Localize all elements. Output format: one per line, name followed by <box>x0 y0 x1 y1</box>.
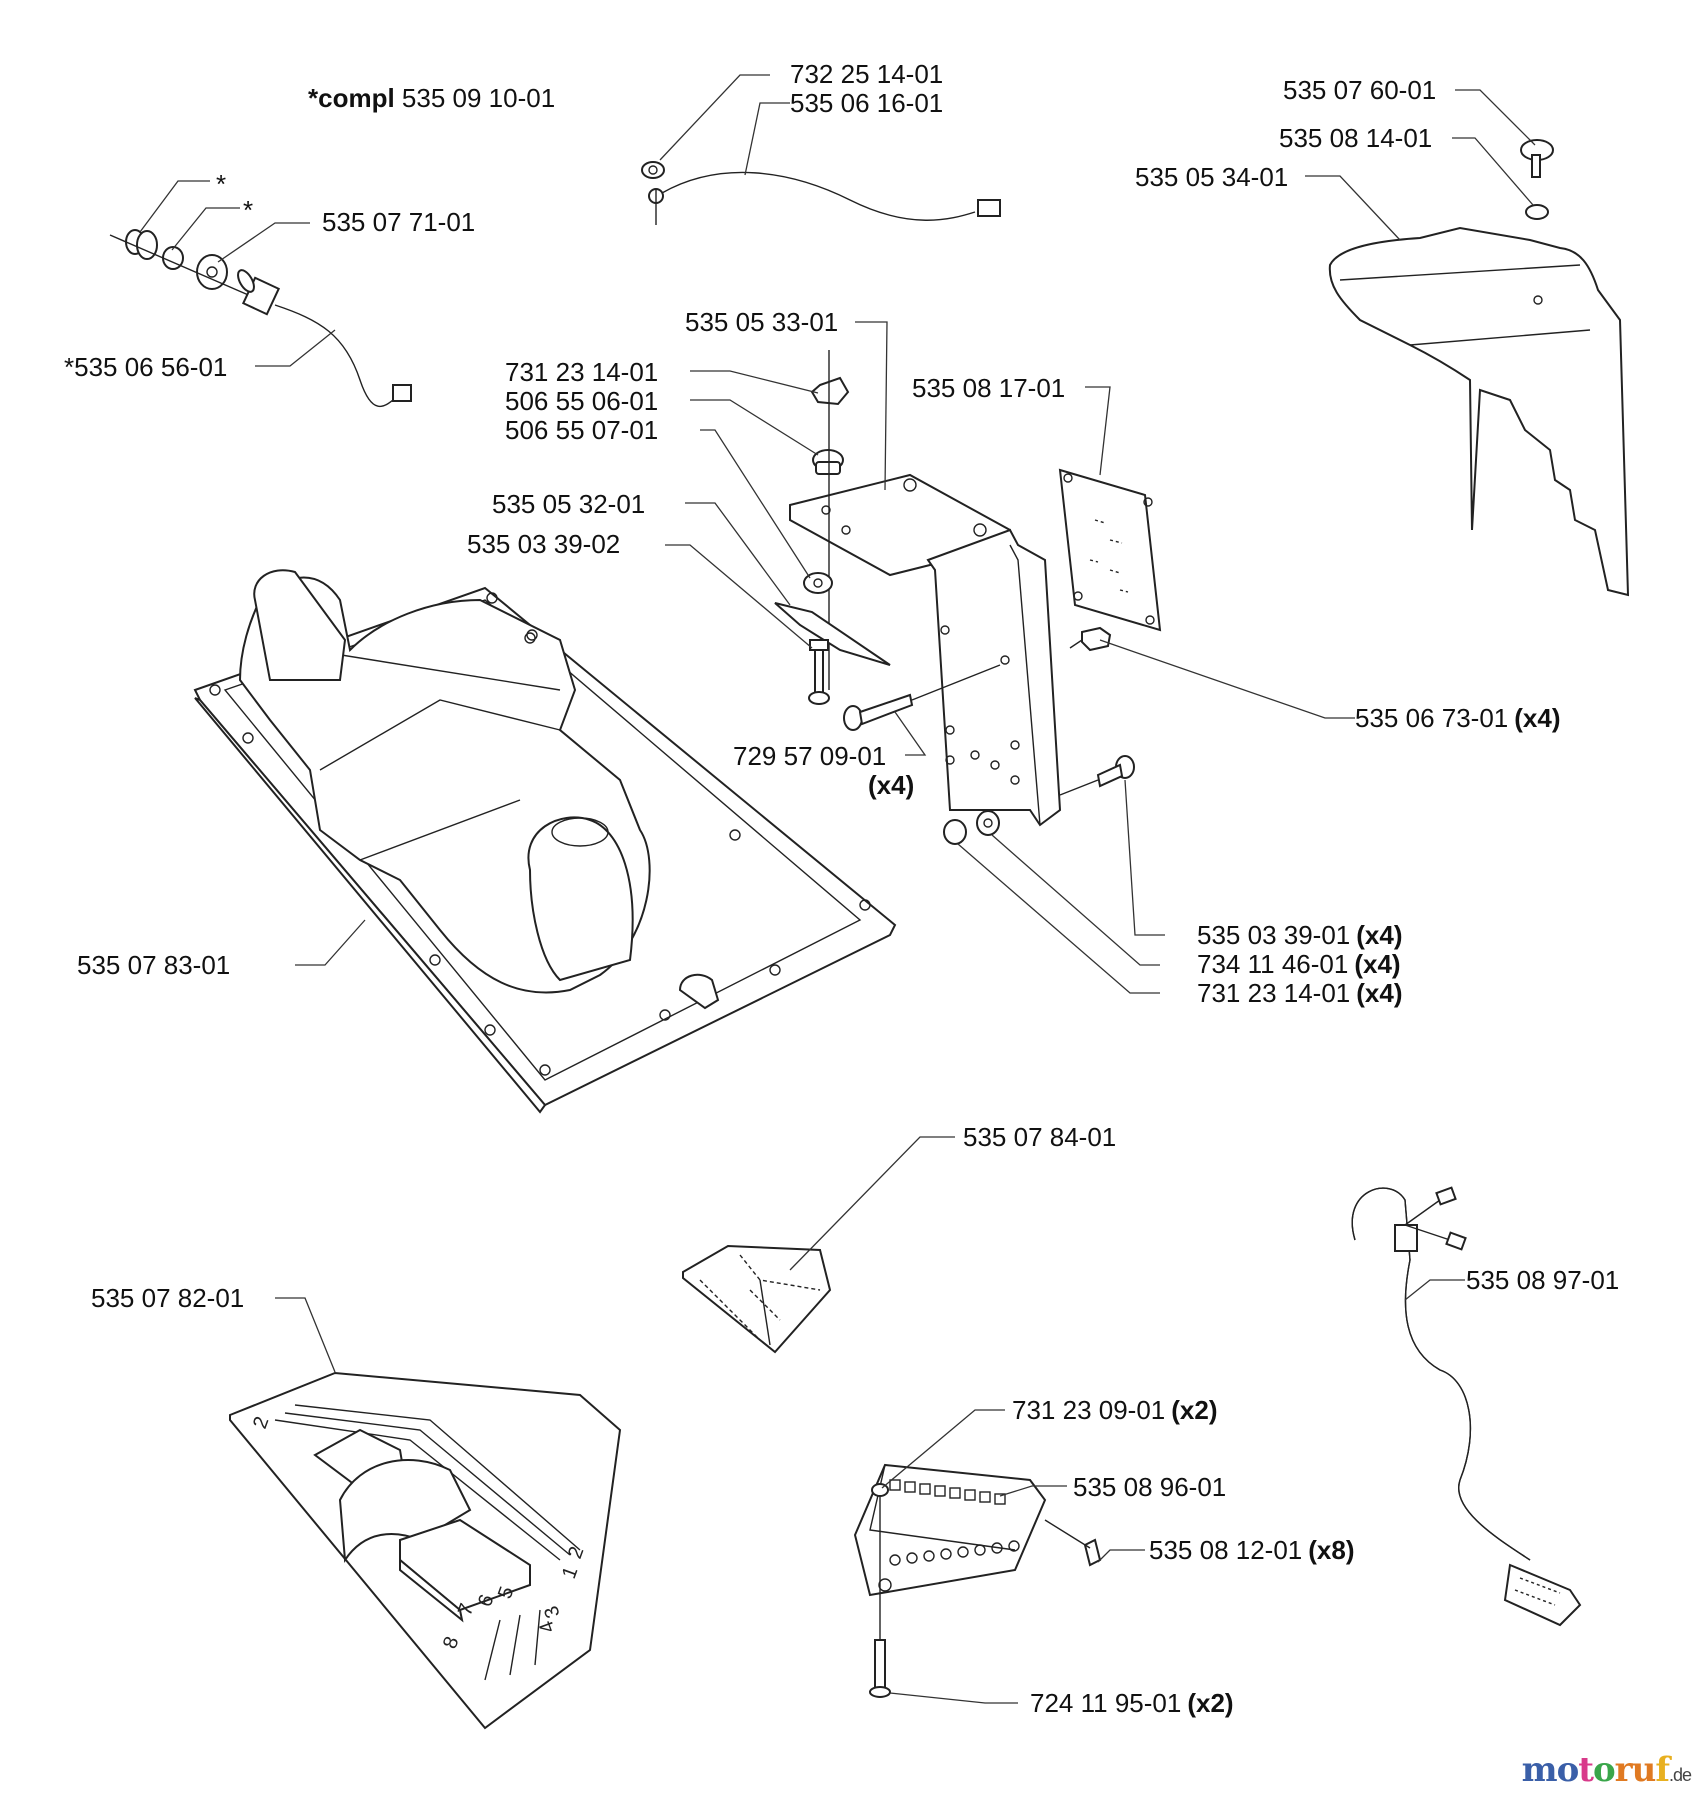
part-label[interactable]: 734 11 46-01(x4) <box>1197 949 1401 979</box>
part-label[interactable]: 535 05 34-01 <box>1135 162 1289 192</box>
part-label[interactable]: 535 08 96-01 <box>1073 1472 1227 1502</box>
switch-plate-535-07-82-01: 2 2 1 3 4 5 6 7 8 <box>229 1371 622 1730</box>
part-label[interactable]: 535 08 14-01 <box>1279 123 1433 153</box>
part-label[interactable]: 729 57 09-01 <box>733 741 887 771</box>
base-housing-535-07-83-01 <box>193 569 897 1114</box>
part-label[interactable]: 535 05 33-01 <box>685 307 839 337</box>
logo-wordmark: motoruf <box>1521 1750 1670 1790</box>
assembly-title: *compl 535 09 10-01 <box>308 84 555 112</box>
mounting-bracket-535-05-33-01 <box>789 473 1062 827</box>
part-label[interactable]: 535 08 12-01(x8) <box>1149 1535 1355 1565</box>
part-label[interactable]: 535 07 83-01 <box>77 950 231 980</box>
part-label[interactable]: 535 07 82-01 <box>91 1283 245 1313</box>
logo-letter: m <box>1521 1750 1558 1790</box>
part-quantity: (x4) <box>868 770 915 800</box>
assembly-prefix: *compl <box>308 83 395 113</box>
part-label[interactable]: 506 55 06-01 <box>505 386 659 416</box>
part-label[interactable]: 535 06 16-01 <box>790 88 944 118</box>
assembly-number: 535 09 10-01 <box>401 83 556 113</box>
logo-letter: o <box>1592 1750 1616 1790</box>
part-label[interactable]: 732 25 14-01 <box>790 59 944 89</box>
part-label[interactable]: 731 23 14-01 <box>505 357 659 387</box>
part-label[interactable]: 535 03 39-01(x4) <box>1197 920 1403 950</box>
part-label[interactable]: 535 07 60-01 <box>1283 75 1437 105</box>
wire-harness-535-08-97-01 <box>1351 1186 1582 1627</box>
logo-letter: f <box>1655 1750 1670 1790</box>
part-label[interactable]: *535 06 56-01 <box>64 352 228 382</box>
toggle-switch-assembly <box>109 229 412 407</box>
motoruf-watermark-logo: motoruf.de <box>1521 1750 1692 1790</box>
circuit-board-535-08-17-01 <box>1058 468 1162 632</box>
logo-letter: u <box>1631 1750 1657 1790</box>
leader-lines <box>139 74 1536 1704</box>
part-label[interactable]: 535 07 71-01 <box>322 207 476 237</box>
part-label[interactable]: 535 05 32-01 <box>492 489 646 519</box>
part-label[interactable]: 731 23 14-01(x4) <box>1197 978 1403 1008</box>
part-label[interactable]: 535 08 17-01 <box>912 373 1066 403</box>
part-label[interactable]: 535 06 73-01(x4) <box>1355 703 1561 733</box>
part-label[interactable]: 535 07 84-01 <box>963 1122 1117 1152</box>
part-label[interactable]: 506 55 07-01 <box>505 415 659 445</box>
part-label[interactable]: 535 03 39-02 <box>467 529 621 559</box>
terminal-block-535-08-96-01 <box>853 1463 1102 1698</box>
logo-letter: r <box>1614 1750 1633 1790</box>
cover-535-05-34-01 <box>1328 139 1630 597</box>
part-label[interactable]: 724 11 95-01(x2) <box>1030 1688 1234 1718</box>
ground-cable <box>641 161 1001 225</box>
logo-letter: o <box>1556 1750 1580 1790</box>
part-label[interactable]: 731 23 09-01(x2) <box>1012 1395 1218 1425</box>
shield-535-07-84-01 <box>682 1244 832 1354</box>
logo-suffix: .de <box>1668 1765 1692 1785</box>
part-label[interactable]: 535 08 97-01 <box>1466 1265 1620 1295</box>
asterisk-label: * <box>243 195 254 225</box>
bracket-fasteners <box>774 350 1135 845</box>
asterisk-label: * <box>216 169 227 199</box>
logo-letter: t <box>1578 1750 1594 1790</box>
